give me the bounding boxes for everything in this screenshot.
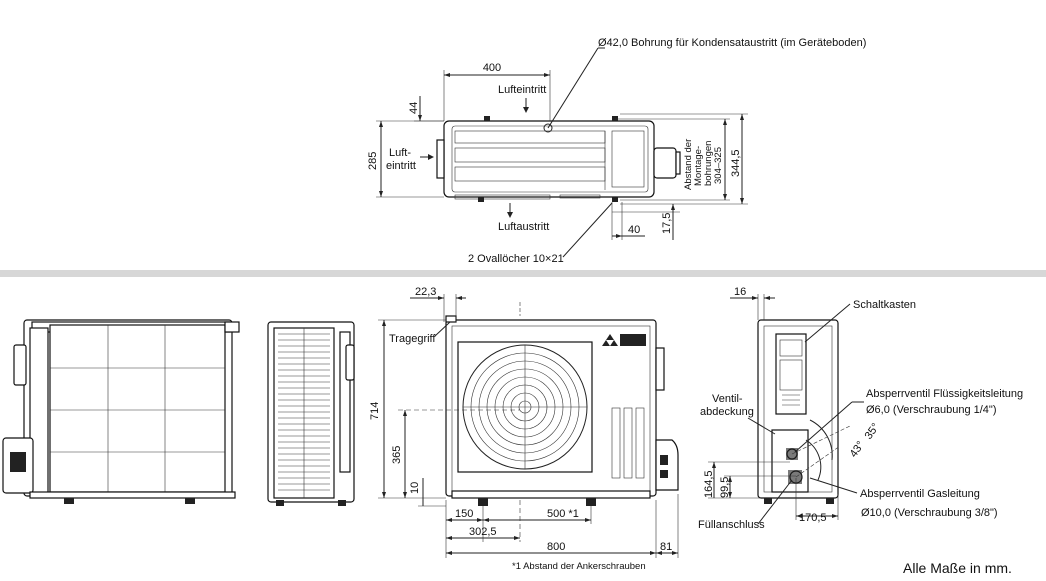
dim-365: 365 [391, 446, 403, 464]
mount-distance-3: bohrungen [703, 141, 714, 186]
dim-150: 150 [455, 508, 473, 520]
drain-hole-symbol [543, 123, 553, 133]
dim-164-5: 164,5 [703, 470, 715, 498]
dim-16: 16 [734, 286, 746, 298]
dim-170-5: 170,5 [799, 512, 827, 524]
air-inlet-side-label-1: Luft- [389, 147, 411, 159]
air-inlet-top-label: Lufteintritt [498, 84, 546, 96]
air-outlet-label: Luftaustritt [498, 221, 549, 233]
dim-81: 81 [660, 541, 672, 553]
dim-285: 285 [367, 152, 379, 170]
rear-view [2, 319, 240, 504]
left-side-view [267, 321, 355, 506]
units-note: Alle Maße in mm. [903, 560, 1012, 576]
dim-17-5: 17,5 [661, 213, 673, 234]
dim-400: 400 [483, 62, 501, 74]
angle-43: 43° [848, 439, 867, 460]
switch-box-label: Schaltkasten [853, 299, 916, 311]
carry-handle-label: Tragegriff [389, 333, 436, 345]
dim-714: 714 [369, 402, 381, 420]
dim-22-3: 22,3 [415, 286, 436, 298]
angle-35: 35° [863, 421, 882, 442]
dim-44: 44 [408, 102, 420, 114]
drain-hole-label: Ø42,0 Bohrung für Kondensataustritt (im … [598, 37, 866, 49]
section-divider [0, 270, 1046, 277]
gas-size-label: Ø10,0 (Verschraubung 3/8") [861, 507, 998, 519]
top-view-body [443, 120, 655, 198]
dim-99-5: 99,5 [719, 477, 731, 498]
top-view: 400 Ø42,0 Bohrung für Kondensataustritt … [367, 37, 866, 265]
mount-distance-1: Abstand der [683, 139, 694, 190]
dim-302-5: 302,5 [469, 526, 497, 538]
dim-10: 10 [409, 482, 421, 494]
anchor-bolt-footnote: *1 Abstand der Ankerschrauben [512, 561, 646, 572]
liquid-size-label: Ø6,0 (Verschraubung 1/4") [866, 404, 996, 416]
front-view: 22,3 Tragegriff 714 365 10 150 500 *1 [369, 286, 679, 572]
brand-logo [602, 334, 646, 346]
dim-800: 800 [547, 541, 565, 553]
oval-holes-label: 2 Ovallöcher 10×21 [468, 253, 564, 265]
switch-box [775, 333, 807, 415]
valve-cover-label-2: abdeckung [700, 406, 754, 418]
gas-valve-label: Absperrventil Gasleitung [860, 488, 980, 500]
valve-cover-label-1: Ventil- [712, 393, 743, 405]
dim-40: 40 [628, 224, 640, 236]
liquid-valve-label: Absperrventil Flüssigkeitsleitung [866, 388, 1023, 400]
dim-500: 500 *1 [547, 508, 579, 520]
mount-distance-2: Montage- [693, 146, 704, 186]
mount-distance-4: 304–325 [713, 147, 724, 184]
fill-port-label: Füllanschluss [698, 519, 765, 531]
dim-344-5: 344,5 [730, 149, 742, 177]
air-inlet-side-label-2: eintritt [386, 160, 416, 172]
right-side-view: 16 Schaltkasten Ventil- abdeckung Absper… [698, 286, 1023, 531]
